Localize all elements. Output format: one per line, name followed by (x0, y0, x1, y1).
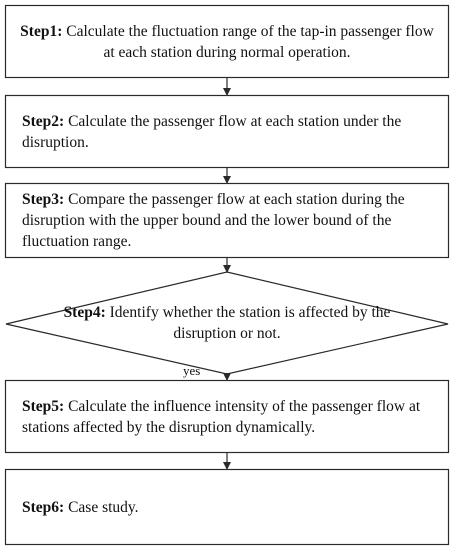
step2-box (4, 94, 450, 169)
step6-box (4, 468, 450, 546)
step5-node: Step5: Calculate the influence intensity… (8, 383, 446, 450)
decision-yes-label: yes (183, 363, 201, 378)
step3-label: Step3: (22, 191, 65, 208)
step2-node: Step2: Calculate the passenger flow at e… (8, 98, 446, 165)
step1-text: Calculate the fluctuation range of the t… (66, 22, 434, 61)
step1-box (4, 4, 450, 79)
step2-text: Calculate the passenger flow at each sta… (22, 112, 402, 151)
step3-text: Compare the passenger flow at each stati… (22, 191, 405, 250)
step2-label: Step2: (22, 112, 65, 130)
step4-text: Identify whether the station is affected… (109, 304, 391, 342)
step5-box (4, 379, 450, 454)
step6-text: Case study. (68, 498, 139, 516)
step3-node: Step3: Compare the passenger flow at eac… (8, 186, 446, 255)
step5-label: Step5: (22, 397, 65, 415)
step1-node: Step1: Calculate the fluctuation range o… (8, 8, 446, 75)
step5-text: Calculate the influence intensity of the… (22, 397, 421, 436)
step4-label: Step4: (63, 304, 106, 321)
step6-label: Step6: (22, 498, 65, 516)
step1-label: Step1: (20, 22, 63, 40)
step4-node: Step4: Identify whether the station is a… (60, 295, 394, 351)
step6-node: Step6: Case study. (8, 472, 446, 542)
